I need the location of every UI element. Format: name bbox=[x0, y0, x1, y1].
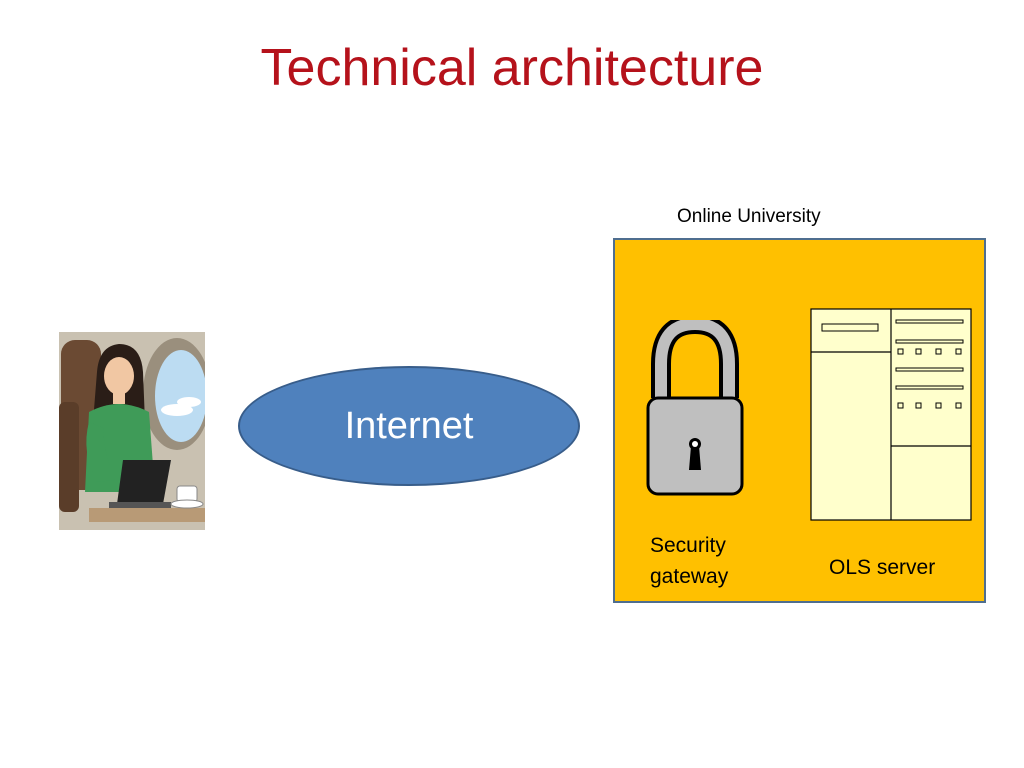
online-university-label: Online University bbox=[677, 206, 821, 227]
security-gateway-label: Security gateway bbox=[650, 530, 770, 592]
security-gateway bbox=[645, 313, 745, 498]
server-rack-icon bbox=[810, 308, 972, 521]
internet-label: Internet bbox=[344, 404, 474, 447]
woman-laptop-icon bbox=[59, 332, 211, 530]
security-gateway-label-line2: gateway bbox=[650, 565, 729, 588]
padlock-icon bbox=[646, 313, 744, 496]
internet-cloud: Internet bbox=[238, 366, 580, 486]
slide-title: Technical architecture bbox=[260, 39, 764, 97]
ols-server bbox=[810, 308, 972, 521]
ols-server-label: OLS server bbox=[829, 556, 936, 579]
user-clipart bbox=[59, 332, 211, 530]
security-gateway-label-line1: Security bbox=[650, 534, 726, 557]
